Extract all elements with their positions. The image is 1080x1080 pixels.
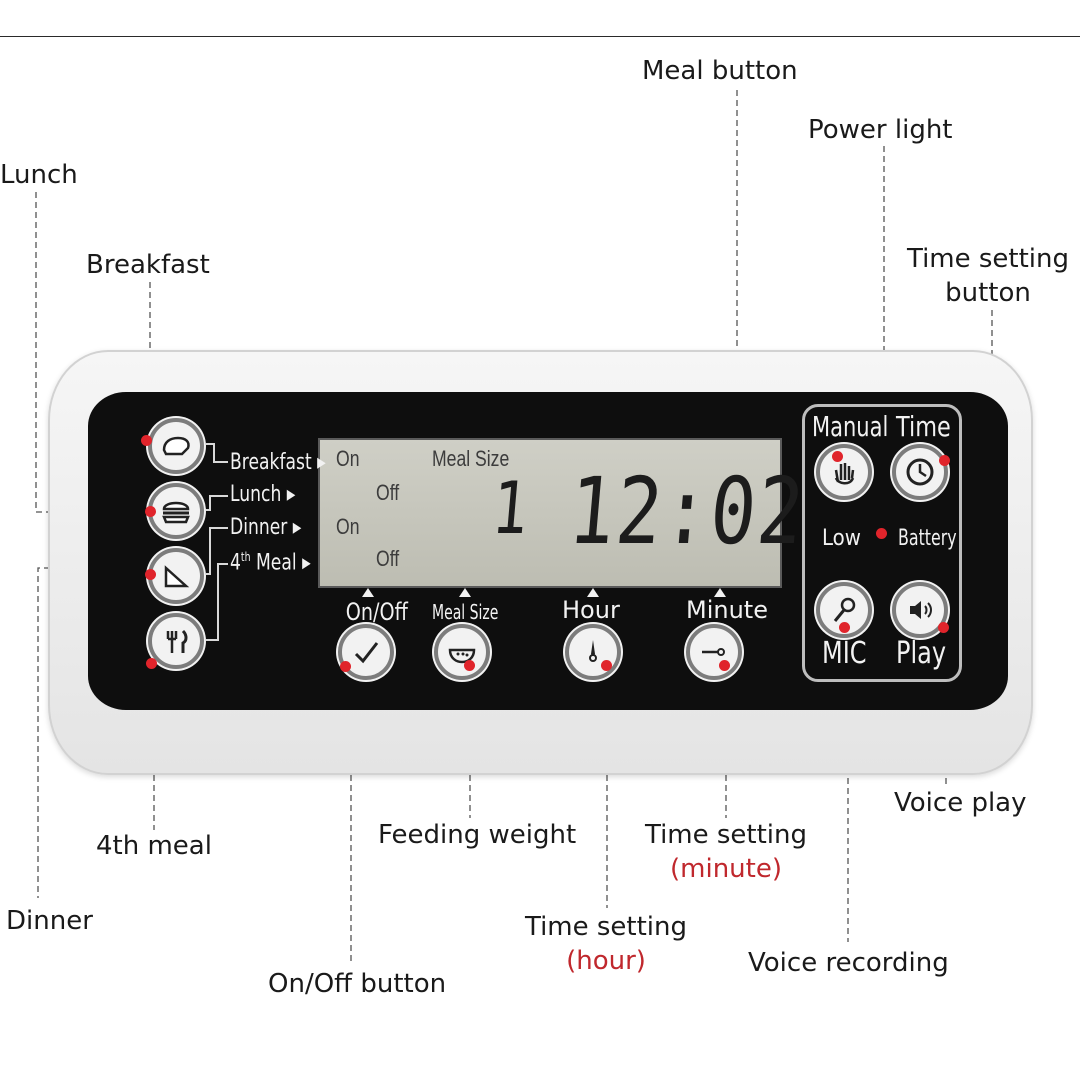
burger-icon: [162, 501, 190, 524]
sandwich-icon: [164, 565, 190, 588]
fork-knife-icon: [166, 629, 188, 653]
bowl-icon: [448, 648, 476, 664]
hour-arrow: [587, 588, 599, 597]
callout-meal-button: Meal button: [642, 56, 798, 86]
hour-label: Hour: [562, 596, 620, 624]
lunch-label: Lunch ▸: [230, 482, 296, 507]
onoff-arrow: [362, 588, 374, 597]
battery-label: Battery: [898, 526, 957, 551]
time-button[interactable]: [892, 444, 948, 500]
fourth-meal-dot: [146, 658, 157, 669]
manual-dot: [832, 451, 843, 462]
lcd-off-1: Off: [376, 480, 400, 505]
callout-dinner: Dinner: [6, 906, 93, 936]
fourth-meal-button[interactable]: [148, 613, 204, 669]
minute-label: Minute: [686, 596, 768, 624]
minute-dot: [719, 660, 730, 671]
fourth-meal-text: Meal: [255, 550, 297, 576]
minute-button[interactable]: [686, 624, 742, 680]
breakfast-dot: [141, 435, 152, 446]
mic-label: MIC: [822, 636, 867, 671]
low-label: Low: [822, 526, 861, 551]
lcd-on-2: On: [336, 514, 360, 539]
callout-time-setting-minute: Time setting (minute): [636, 818, 816, 886]
callout-time-setting-hour: Time setting (hour): [516, 910, 696, 978]
lcd-clock: 12:02: [564, 458, 810, 565]
power-light-dot: [876, 528, 887, 539]
callout-time-setting-line1: Time setting: [906, 244, 1070, 274]
lunch-label-text: Lunch: [230, 482, 282, 507]
callout-time-setting-button: Time setting button: [898, 242, 1078, 310]
callout-time-setting-line2: button: [945, 278, 1031, 308]
callout-breakfast: Breakfast: [86, 250, 210, 280]
lcd-off-2: Off: [376, 546, 400, 571]
callout-hour-line1: Time setting: [524, 912, 688, 942]
dinner-label: Dinner ▸: [230, 515, 302, 540]
right-control-group: [802, 404, 962, 682]
clock-icon: [906, 458, 934, 486]
meal-size-dot: [464, 660, 475, 671]
fourth-meal-label: 4th Meal ▸: [230, 550, 311, 576]
lunch-dot: [145, 506, 156, 517]
breakfast-label-text: Breakfast: [230, 450, 312, 475]
play-dot: [938, 622, 949, 633]
lcd-meal-size-value: 1: [488, 466, 534, 550]
breakfast-label: Breakfast ▸: [230, 450, 326, 475]
manual-label: Manual: [812, 410, 889, 443]
clock-hour-hand-icon: [589, 640, 597, 662]
microphone-icon: [833, 597, 856, 622]
time-label: Time: [896, 410, 951, 443]
manual-button[interactable]: [816, 444, 872, 500]
onoff-button[interactable]: [338, 624, 394, 680]
meal-size-button[interactable]: [434, 624, 490, 680]
mic-dot: [839, 622, 850, 633]
toast-icon: [162, 436, 190, 456]
play-button[interactable]: [892, 582, 948, 638]
lcd-on-1: On: [336, 446, 360, 471]
fourth-meal-num: 4: [230, 550, 241, 576]
hand-icon: [834, 463, 855, 485]
top-divider: [0, 36, 1080, 37]
hour-dot: [601, 660, 612, 671]
speaker-icon: [910, 601, 932, 619]
checkmark-icon: [354, 642, 379, 664]
play-label: Play: [896, 636, 947, 671]
onoff-dot: [340, 661, 351, 672]
callout-minute-line2: (minute): [670, 854, 782, 884]
minute-arrow: [714, 588, 726, 597]
callout-minute-line1: Time setting: [644, 820, 808, 850]
dinner-dot: [145, 569, 156, 580]
callout-fourth-meal: 4th meal: [96, 831, 212, 861]
time-dot: [939, 455, 950, 466]
hour-button[interactable]: [565, 624, 621, 680]
lcd-meal-size-label: Meal Size: [432, 446, 510, 471]
callout-voice-recording: Voice recording: [748, 948, 949, 978]
callout-power-light: Power light: [808, 115, 953, 145]
meal-size-arrow: [459, 588, 471, 597]
callout-hour-line2: (hour): [566, 946, 646, 976]
dinner-button[interactable]: [148, 548, 204, 604]
onoff-label: On/Off: [345, 598, 408, 626]
fourth-meal-sup: th: [240, 550, 251, 564]
dinner-label-text: Dinner: [230, 515, 288, 540]
lcd-display: On Off On Off Meal Size 1 12:02: [318, 438, 809, 588]
callout-feeding-weight: Feeding weight: [378, 820, 577, 850]
callout-lunch: Lunch: [0, 160, 78, 190]
clock-minute-hand-icon: [702, 648, 725, 656]
callout-onoff-button: On/Off button: [268, 969, 447, 999]
callout-voice-play: Voice play: [894, 788, 1027, 818]
breakfast-button[interactable]: [148, 418, 204, 474]
lunch-button[interactable]: [148, 483, 204, 539]
meal-size-label: Meal Size: [432, 600, 499, 624]
